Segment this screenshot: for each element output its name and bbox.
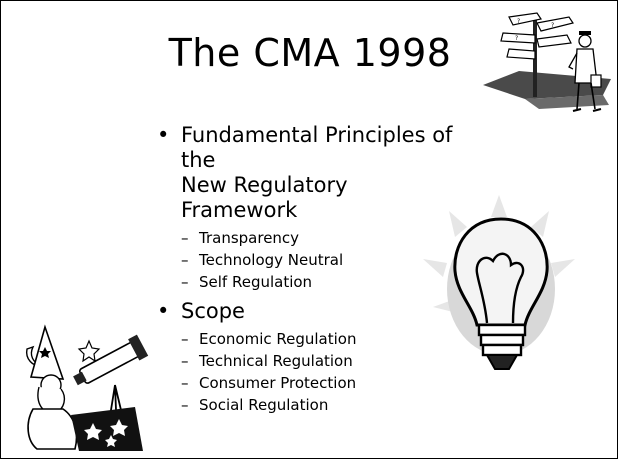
sub-bullet-technical-regulation: Technical Regulation xyxy=(157,350,457,372)
bullet-principles-line1: Fundamental Principles of the xyxy=(181,123,453,172)
sub-bullet-economic-regulation: Economic Regulation xyxy=(157,328,457,350)
bullet-principles-line2: New Regulatory Framework xyxy=(181,173,348,222)
signpost-man-clipart-icon: ? ? ? xyxy=(483,12,611,112)
sub-bullet-social-regulation: Social Regulation xyxy=(157,394,457,416)
sub-bullet-transparency: Transparency xyxy=(157,227,457,249)
sub-bullet-self-regulation: Self Regulation xyxy=(157,271,457,293)
slide-title: The CMA 1998 xyxy=(168,31,452,75)
svg-text:?: ? xyxy=(515,35,518,42)
sub-bullet-technology-neutral: Technology Neutral xyxy=(157,249,457,271)
bullet-principles: Fundamental Principles of the New Regula… xyxy=(157,123,457,223)
bullet-scope: Scope xyxy=(157,299,457,324)
lightbulb-clipart-icon xyxy=(423,195,575,370)
svg-text:?: ? xyxy=(517,18,520,25)
bullet-list: Fundamental Principles of the New Regula… xyxy=(157,123,457,416)
wizard-telescope-clipart-icon xyxy=(26,324,149,451)
svg-text:?: ? xyxy=(551,22,554,29)
sub-bullet-consumer-protection: Consumer Protection xyxy=(157,372,457,394)
